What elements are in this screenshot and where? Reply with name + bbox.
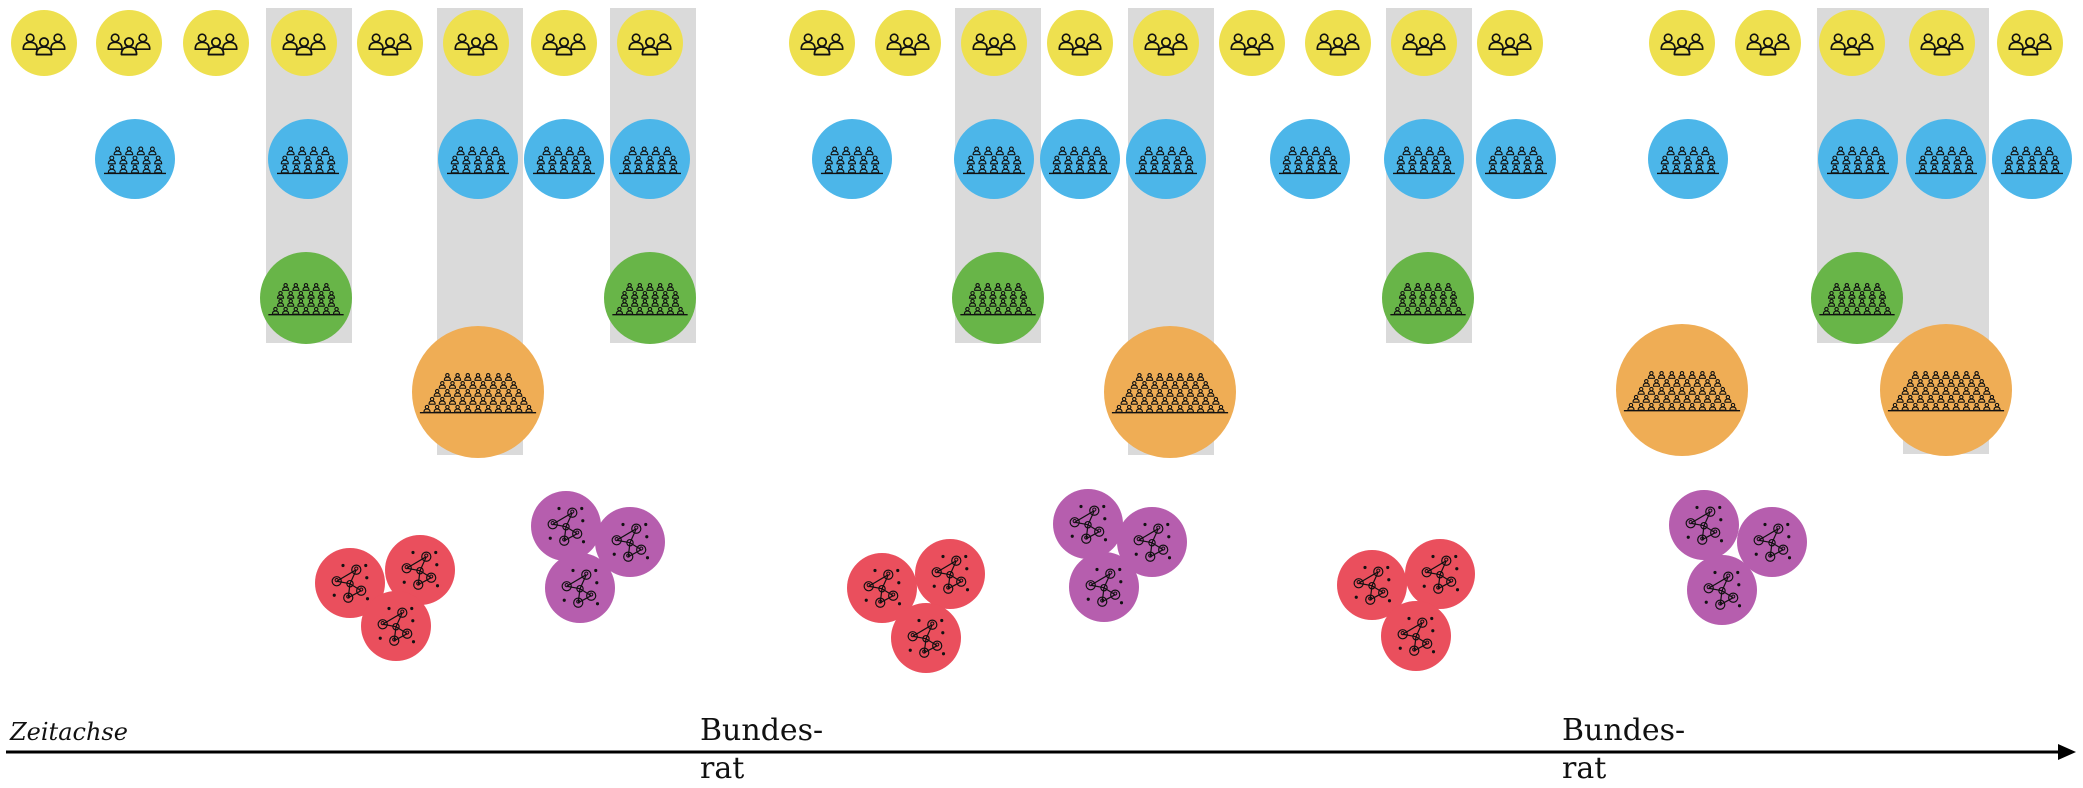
medium-group-icon [438,119,518,199]
medium-group-icon [95,119,175,199]
medium-group-icon [1992,119,2072,199]
network-icon [361,591,431,661]
medium-group-icon [1476,119,1556,199]
medium-group-icon [812,119,892,199]
network-icon [545,553,615,623]
small-group-icon [1133,10,1199,76]
network-icon [315,548,385,618]
crowd-icon [1880,324,2012,456]
large-group-icon [952,252,1044,344]
network-icon [891,603,961,673]
small-group-icon [531,10,597,76]
network-icon [595,507,665,577]
small-group-icon [961,10,1027,76]
network-icon [1405,539,1475,609]
network-icon [1337,550,1407,620]
small-group-icon [1997,10,2063,76]
small-group-icon [443,10,509,76]
crowd-icon [1104,326,1236,458]
small-group-icon [271,10,337,76]
crowd-icon [412,326,544,458]
large-group-icon [1811,252,1903,344]
medium-group-icon [1126,119,1206,199]
milestone-line-2: rat [1562,751,1607,786]
network-icon [915,539,985,609]
network-icon [1069,552,1139,622]
network-icon [1737,507,1807,577]
medium-group-icon [524,119,604,199]
small-group-icon [1047,10,1113,76]
network-icon [1117,507,1187,577]
small-group-icon [1735,10,1801,76]
milestone-label-2: Bundes- rat [1562,712,1685,788]
network-icon [1687,555,1757,625]
large-group-icon [604,252,696,344]
small-group-icon [1909,10,1975,76]
network-icon [1381,601,1451,671]
medium-group-icon [1384,119,1464,199]
medium-group-icon [1270,119,1350,199]
network-icon [531,491,601,561]
crowd-icon [1616,324,1748,456]
milestone-line-1: Bundes- [700,713,824,748]
medium-group-icon [1818,119,1898,199]
small-group-icon [1649,10,1715,76]
large-group-icon [260,252,352,344]
small-group-icon [789,10,855,76]
small-group-icon [96,10,162,76]
medium-group-icon [610,119,690,199]
small-group-icon [1305,10,1371,76]
small-group-icon [1391,10,1457,76]
large-group-icon [1382,252,1474,344]
small-group-icon [1219,10,1285,76]
milestone-line-2: rat [700,751,745,786]
network-icon [1053,489,1123,559]
milestone-line-1: Bundes- [1562,713,1686,748]
medium-group-icon [1040,119,1120,199]
small-group-icon [1477,10,1543,76]
small-group-icon [11,10,77,76]
milestone-label-1: Bundes- rat [700,712,823,788]
timeline-arrowhead [2058,744,2076,760]
small-group-icon [875,10,941,76]
small-group-icon [357,10,423,76]
medium-group-icon [1648,119,1728,199]
timeline-axis-label: Zeitachse [10,718,128,746]
medium-group-icon [268,119,348,199]
medium-group-icon [954,119,1034,199]
small-group-icon [183,10,249,76]
network-icon [847,553,917,623]
small-group-icon [1819,10,1885,76]
network-icon [385,535,455,605]
medium-group-icon [1906,119,1986,199]
network-icon [1669,490,1739,560]
small-group-icon [617,10,683,76]
